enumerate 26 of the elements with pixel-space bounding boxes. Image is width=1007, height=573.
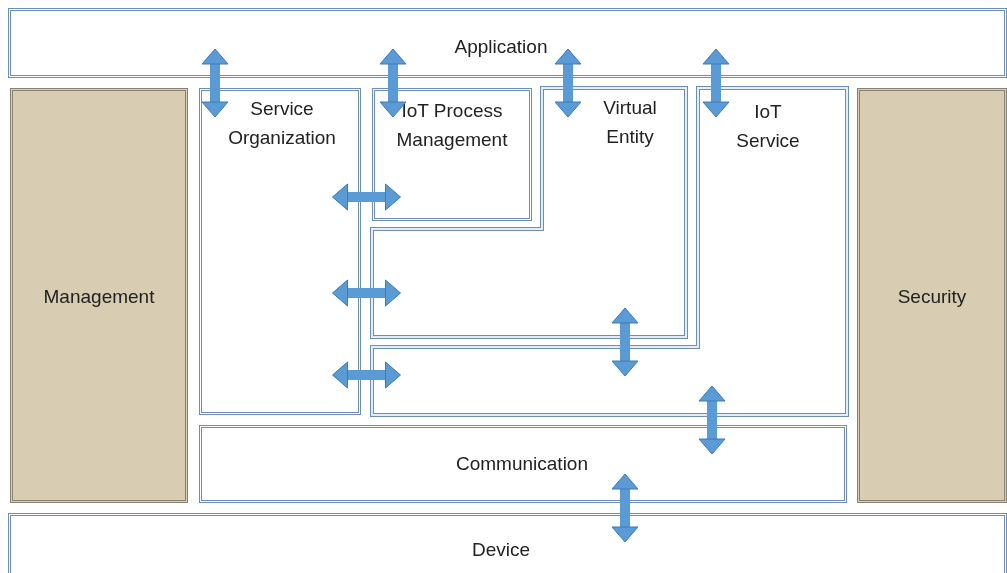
side-panel	[857, 88, 1007, 503]
double-arrow	[332, 279, 401, 307]
double-arrow	[332, 183, 401, 211]
node-label: Service Organization	[227, 97, 337, 150]
layer-box	[8, 8, 1007, 78]
layer-box	[8, 513, 1007, 573]
double-arrow	[698, 385, 726, 455]
side-panel	[10, 88, 188, 503]
double-arrow	[611, 307, 639, 377]
double-arrow	[379, 48, 407, 118]
node-label: Application	[453, 35, 549, 59]
double-arrow	[611, 473, 639, 543]
node-label: Security	[896, 284, 968, 309]
double-arrow	[702, 48, 730, 118]
node-label: Device	[470, 538, 532, 562]
function-box	[199, 88, 361, 415]
node-label: Communication	[455, 452, 589, 476]
node-label: IoT Service	[735, 100, 801, 153]
node-label: IoT Process Management	[395, 99, 509, 152]
node-label: Management	[42, 284, 156, 309]
node-label: Virtual Entity	[602, 96, 658, 149]
double-arrow	[554, 48, 582, 118]
double-arrow	[332, 361, 401, 389]
function-box	[372, 88, 532, 221]
double-arrow	[201, 48, 229, 118]
layer-box	[199, 425, 847, 503]
